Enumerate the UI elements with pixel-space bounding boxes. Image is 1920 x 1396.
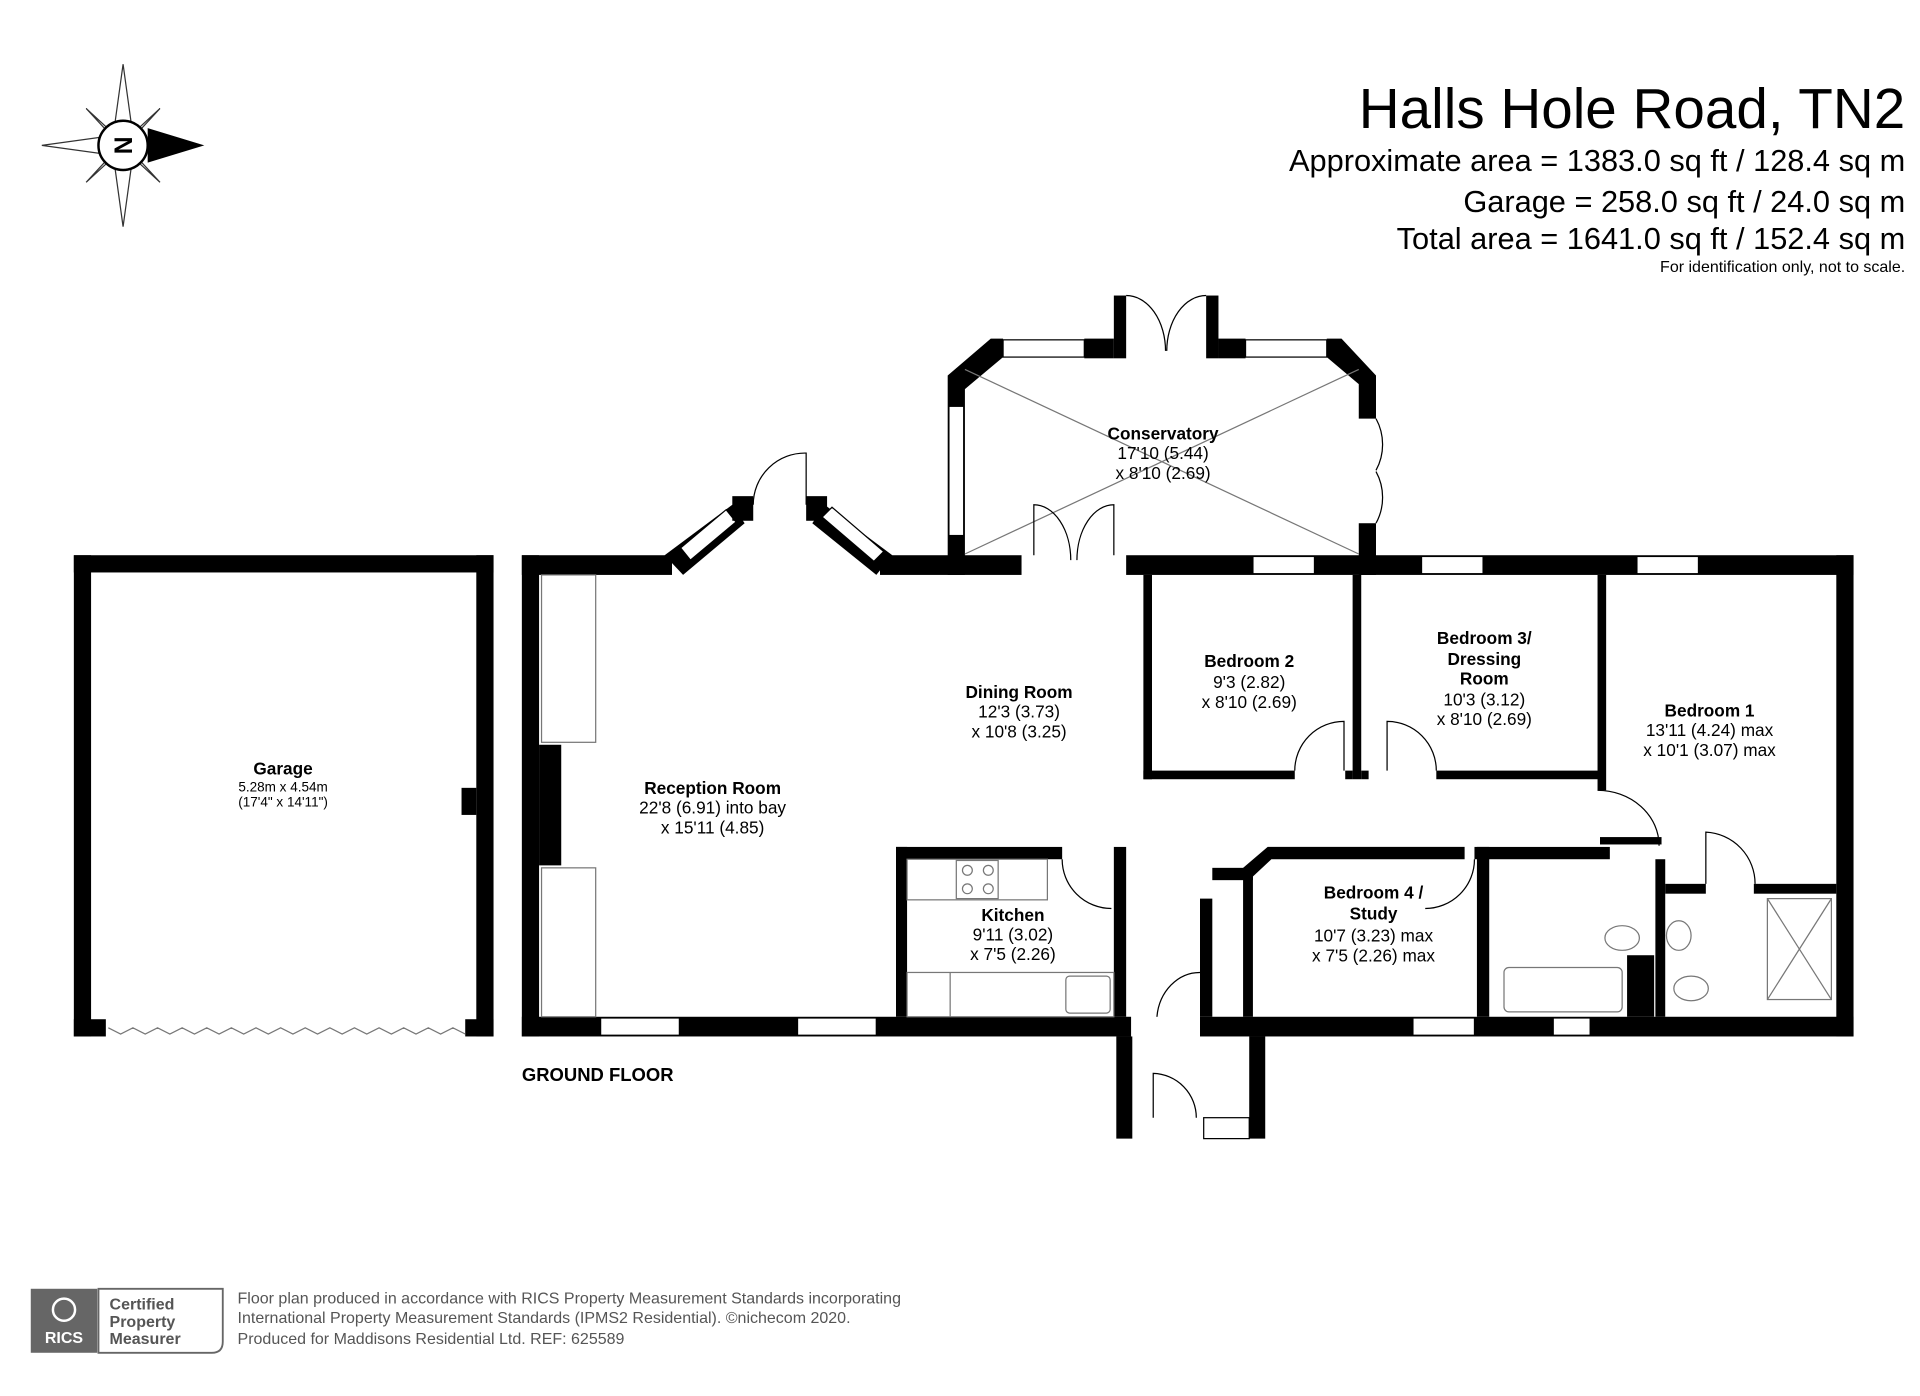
svg-text:Dining Room: Dining Room (966, 682, 1073, 702)
footer-line-3: Produced for Maddisons Residential Ltd. … (238, 1331, 625, 1348)
room-label-dining: Dining Room 12'3 (3.73) x 10'8 (3.25) (966, 682, 1073, 741)
footer-line-1: Floor plan produced in accordance with R… (238, 1291, 901, 1308)
room-label-bedroom4: Bedroom 4 / Study 10'7 (3.23) max x 7'5 … (1312, 883, 1435, 966)
approx-area: Approximate area = 1383.0 sq ft / 128.4 … (1289, 143, 1905, 178)
property-title: Halls Hole Road, TN2 (1359, 77, 1905, 140)
total-area: Total area = 1641.0 sq ft / 152.4 sq m (1397, 221, 1906, 256)
svg-text:Garage: Garage (253, 758, 312, 778)
svg-text:Conservatory: Conservatory (1108, 424, 1219, 444)
room-label-bedroom1: Bedroom 1 13'11 (4.24) max x 10'1 (3.07)… (1643, 700, 1776, 759)
room-label-kitchen: Kitchen 9'11 (3.02) x 7'5 (2.26) (970, 905, 1056, 964)
svg-text:x 7'5 (2.26): x 7'5 (2.26) (970, 944, 1056, 964)
disclaimer: For identification only, not to scale. (1660, 259, 1905, 276)
compass-n-label: N (108, 136, 135, 154)
svg-text:Bedroom 3/: Bedroom 3/ (1437, 628, 1532, 648)
svg-text:x 8'10 (2.69): x 8'10 (2.69) (1115, 463, 1210, 483)
svg-text:Bedroom 4 /: Bedroom 4 / (1324, 883, 1424, 903)
svg-text:10'7 (3.23) max: 10'7 (3.23) max (1314, 926, 1433, 946)
svg-text:5.28m x 4.54m: 5.28m x 4.54m (238, 780, 327, 795)
svg-text:Reception Room: Reception Room (644, 778, 781, 798)
compass-icon: N (41, 64, 205, 227)
rics-logo: RICS (45, 1330, 84, 1347)
svg-text:9'11 (3.02): 9'11 (3.02) (973, 924, 1054, 944)
svg-text:Room: Room (1460, 668, 1509, 688)
svg-text:(17'4" x 14'11"): (17'4" x 14'11") (238, 794, 328, 809)
garage-area: Garage = 258.0 sq ft / 24.0 sq m (1463, 184, 1905, 219)
svg-text:Property: Property (110, 1314, 176, 1331)
svg-text:Measurer: Measurer (110, 1331, 181, 1348)
svg-text:17'10 (5.44): 17'10 (5.44) (1117, 443, 1208, 463)
conservatory (947, 294, 1384, 575)
svg-text:x 15'11 (4.85): x 15'11 (4.85) (661, 817, 764, 837)
svg-text:Dressing: Dressing (1447, 649, 1521, 669)
svg-text:12'3 (3.73): 12'3 (3.73) (978, 702, 1060, 722)
svg-text:Kitchen: Kitchen (981, 905, 1044, 925)
footer-line-2: International Property Measurement Stand… (238, 1310, 851, 1327)
rics-badge: RICS Certified Property Measurer (30, 1287, 224, 1354)
svg-text:x 10'1 (3.07) max: x 10'1 (3.07) max (1643, 740, 1776, 760)
garage (73, 555, 494, 1037)
room-label-garage: Garage 5.28m x 4.54m (17'4" x 14'11") (238, 758, 328, 809)
svg-text:x 7'5 (2.26) max: x 7'5 (2.26) max (1312, 945, 1435, 965)
svg-text:x 10'8 (3.25): x 10'8 (3.25) (971, 721, 1066, 741)
room-label-bedroom3: Bedroom 3/ Dressing Room 10'3 (3.12) x 8… (1437, 628, 1532, 729)
svg-text:x 8'10 (2.69): x 8'10 (2.69) (1202, 692, 1297, 712)
svg-text:Bedroom 2: Bedroom 2 (1204, 651, 1294, 671)
svg-text:9'3 (2.82): 9'3 (2.82) (1213, 672, 1285, 692)
svg-text:Study: Study (1350, 904, 1398, 924)
room-label-conservatory: Conservatory 17'10 (5.44) x 8'10 (2.69) (1108, 424, 1219, 483)
svg-text:22'8 (6.91) into bay: 22'8 (6.91) into bay (639, 798, 786, 818)
svg-text:10'3 (3.12): 10'3 (3.12) (1443, 689, 1525, 709)
house-walls (521, 452, 1854, 1140)
svg-text:Certified: Certified (110, 1297, 175, 1314)
svg-text:13'11 (4.24) max: 13'11 (4.24) max (1646, 720, 1774, 740)
interior-walls (896, 574, 1837, 1018)
room-label-bedroom2: Bedroom 2 9'3 (2.82) x 8'10 (2.69) (1202, 651, 1297, 712)
floor-label: GROUND FLOOR (522, 1064, 674, 1085)
svg-text:Bedroom 1: Bedroom 1 (1665, 700, 1755, 720)
room-label-reception: Reception Room 22'8 (6.91) into bay x 15… (639, 778, 786, 837)
svg-text:x 8'10 (2.69): x 8'10 (2.69) (1437, 709, 1532, 729)
